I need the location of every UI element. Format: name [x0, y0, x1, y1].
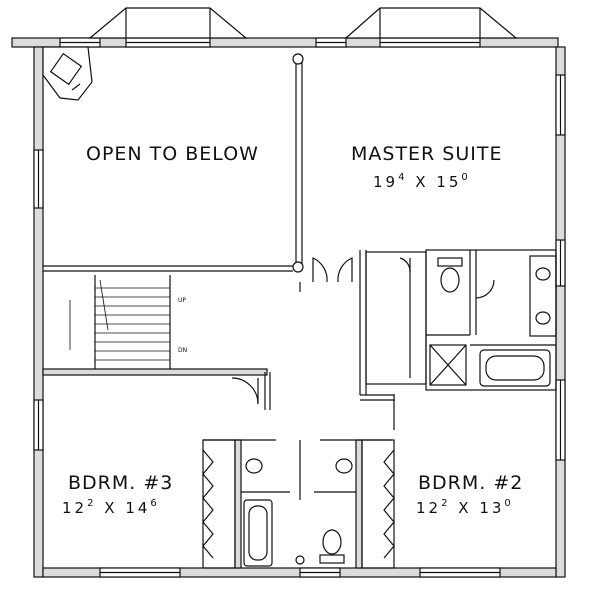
dormer-right [344, 7, 518, 39]
master-entry-door [312, 257, 353, 283]
master-sink-icons [529, 255, 557, 337]
dormer-left [88, 7, 248, 39]
master-tub-icon [479, 349, 551, 387]
railing-partition [292, 53, 304, 273]
bedroom-3-closet [202, 439, 236, 569]
open-to-below-label: OPEN TO BELOW [86, 143, 259, 165]
shared-bath-walls [203, 395, 395, 569]
shared-bath-fixtures [243, 458, 353, 567]
bedroom-3-dim-sep: X [104, 499, 118, 517]
master-suite-dim-sep: X [415, 173, 429, 191]
master-suite-width-in: 4 [398, 172, 408, 183]
stair-treads [69, 279, 170, 361]
windows [33, 37, 566, 578]
bedroom-3-length-in: 6 [150, 498, 160, 509]
exterior-wall-left [33, 46, 44, 578]
bedroom-2-width-ft: 12 [416, 499, 442, 517]
bedroom-2-dimensions: 122 X 130 [416, 498, 514, 517]
stair-up-note: UP [178, 297, 186, 304]
hall-walls [264, 250, 395, 410]
fireplace [42, 46, 93, 101]
railing-open-to-below [43, 265, 293, 272]
bedroom-3-length-ft: 14 [125, 499, 151, 517]
exterior-wall-top [11, 37, 559, 48]
master-toilet-icon [437, 257, 463, 293]
master-closet [365, 251, 427, 385]
bedroom-3-width-in: 2 [87, 498, 97, 509]
bedroom-3-door [231, 377, 259, 405]
master-suite-dimensions: 194 X 150 [373, 172, 471, 191]
master-suite-label: MASTER SUITE [351, 143, 503, 165]
stairwell [42, 275, 268, 376]
stair-dn-note: DN [178, 347, 187, 354]
master-suite-length-ft: 15 [436, 173, 462, 191]
master-shower-icon [429, 344, 467, 386]
bedroom-2-length-ft: 13 [479, 499, 505, 517]
bedroom-3-label: BDRM. #3 [68, 472, 174, 494]
bedroom-2-label: BDRM. #2 [418, 472, 524, 494]
master-suite-width-ft: 19 [373, 173, 399, 191]
bedroom-2-length-in: 0 [504, 498, 514, 509]
bedroom-3-dimensions: 122 X 146 [62, 498, 160, 517]
bedroom-3-width-ft: 12 [62, 499, 88, 517]
bedroom-2-closet [361, 439, 395, 569]
master-suite-length-in: 0 [461, 172, 471, 183]
bedroom-2-dim-sep: X [458, 499, 472, 517]
bedroom-2-width-in: 2 [441, 498, 451, 509]
